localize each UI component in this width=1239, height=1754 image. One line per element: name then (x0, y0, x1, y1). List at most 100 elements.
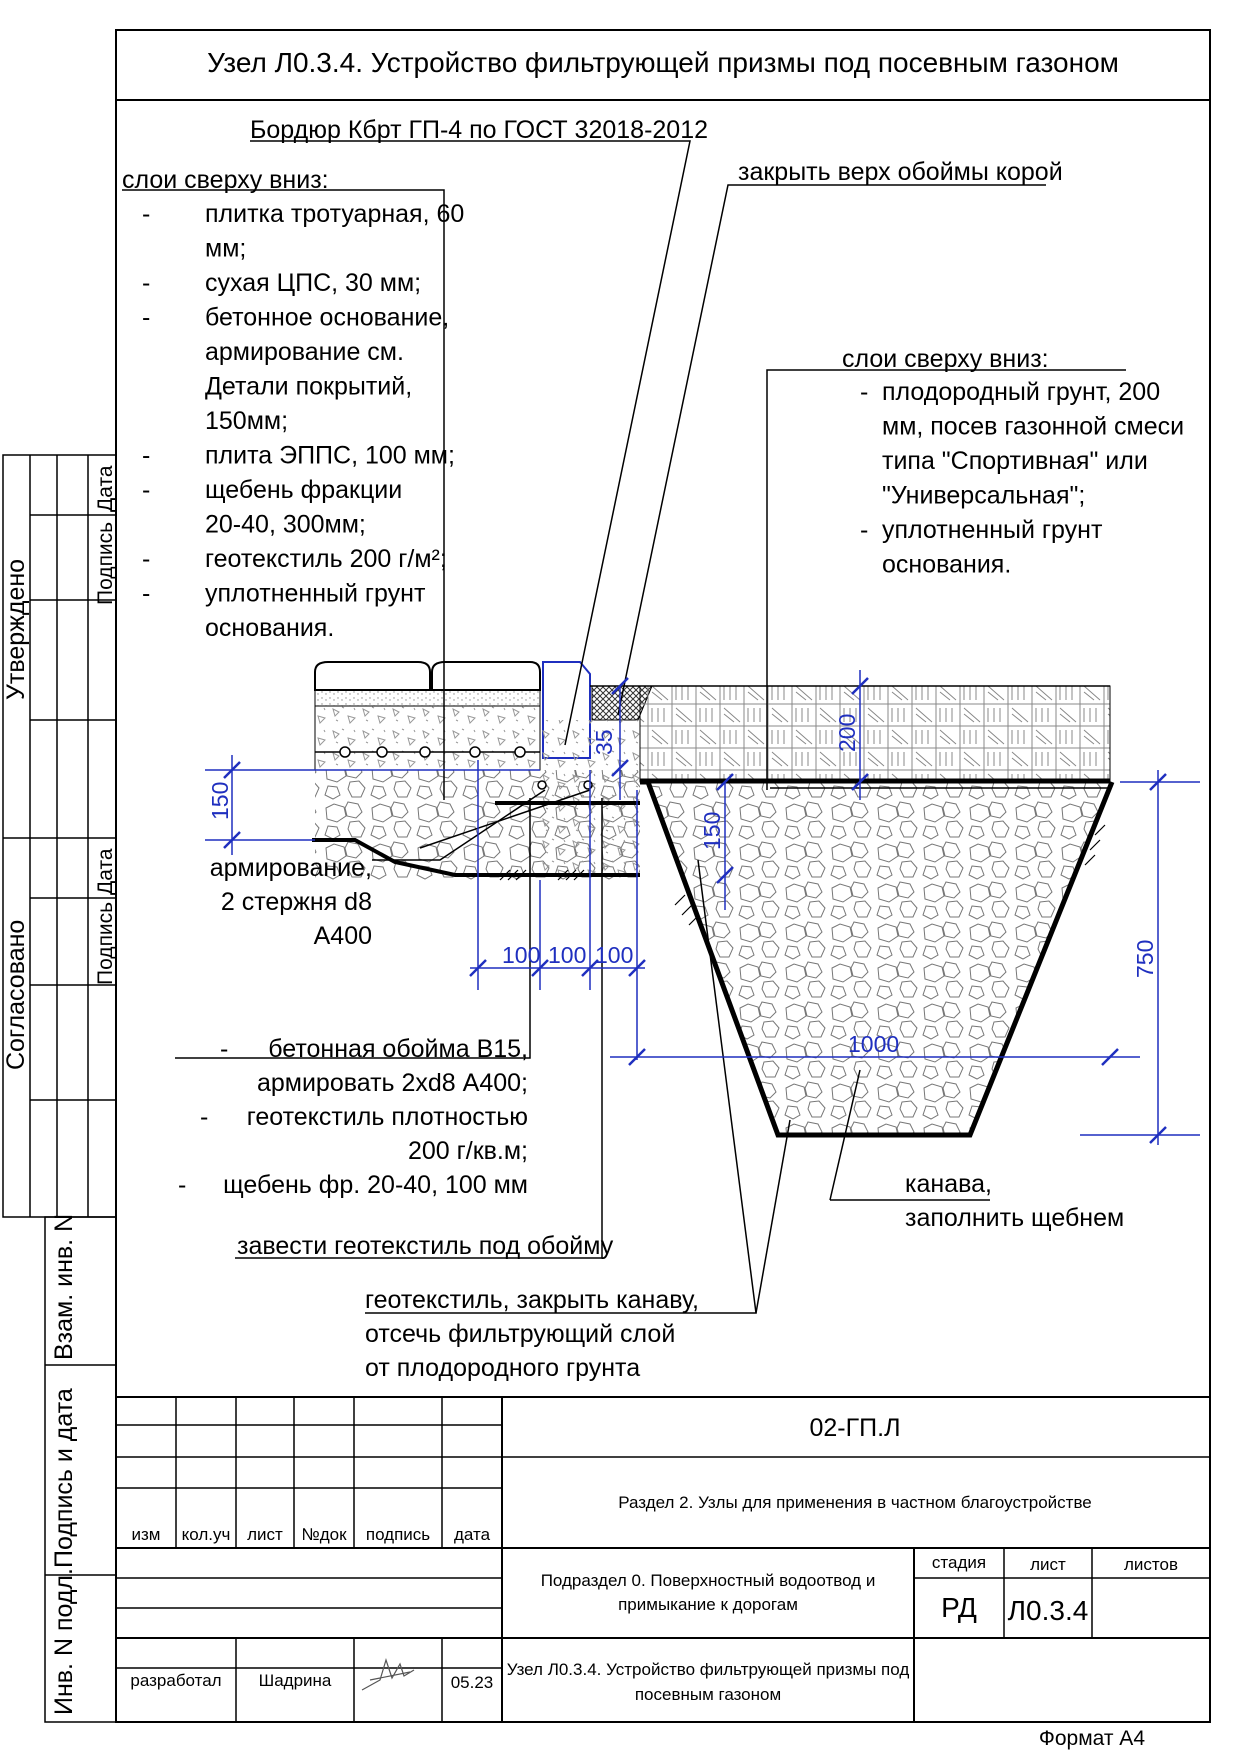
dim-750: 750 (1132, 940, 1158, 978)
lawn-soil (639, 685, 1111, 783)
left-layer-line: геотекстиль 200 г/м²; (205, 545, 447, 573)
dim-1000: 1000 (848, 1031, 899, 1057)
dim-100-a: 100 (502, 942, 540, 968)
concrete-base (314, 705, 541, 771)
ditch-line: заполнить щебнем (905, 1204, 1124, 1232)
rebar-bar (312, 838, 640, 877)
project-code: 02-ГП.Л (810, 1414, 901, 1442)
dim-150-left: 150 (207, 782, 233, 820)
frame-layer-line: 200 г/кв.м; (408, 1137, 528, 1165)
rebar-line: А400 (314, 922, 372, 950)
right-layer-line: основания. (882, 551, 1011, 579)
frame-layer-line: щебень фр. 20-40, 100 мм (223, 1171, 528, 1199)
left-layer-line: плитка тротуарная, 60 (205, 200, 464, 228)
left-layer-line: мм; (205, 235, 246, 263)
rebar-line: 2 стержня d8 (221, 888, 372, 916)
left-layer-dash: - (142, 545, 150, 573)
geotextile-cover-line: от плодородного грунта (365, 1354, 640, 1382)
left-layer-line: Детали покрытий, (205, 373, 412, 401)
inv-swap-label: Взам. инв. N (50, 1214, 78, 1360)
subsection-line: примыкание к дорогам (618, 1595, 798, 1614)
right-layer-line: типа "Спортивная" или (882, 447, 1148, 475)
frame-layer-line: геотекстиль плотностью (247, 1103, 528, 1131)
right-layer-dash: - (860, 378, 868, 406)
geotextile-under-callout: завести геотекстиль под обойму (237, 1232, 614, 1260)
left-layer-dash: - (142, 580, 150, 608)
curb-callout: Бордюр Кбрт ГП-4 по ГОСТ 32018-2012 (250, 116, 708, 144)
date-label-1: Дата (94, 465, 117, 512)
sheet-title-line: посевным газоном (635, 1685, 781, 1704)
left-layer-line: армирование см. (205, 338, 404, 366)
left-layer-line: уплотненный грунт (205, 580, 426, 608)
geotextile-cover-callout: геотекстиль, закрыть канаву, отсечь фильт… (365, 1286, 699, 1382)
stamp-col-header: дата (454, 1525, 491, 1544)
stamp-col-header: лист (247, 1525, 283, 1544)
develop-date: 05.23 (451, 1673, 494, 1692)
stamp-column-headers: изм кол.уч лист №док подпись дата (132, 1525, 491, 1544)
section-drawing (312, 661, 1115, 1138)
left-layer-dash: - (142, 304, 150, 332)
left-layer-dash: - (142, 269, 150, 297)
right-layer-line: уплотненный грунт (882, 516, 1103, 544)
section-name: Раздел 2. Узлы для применения в частном … (618, 1493, 1091, 1512)
stamp-col-header: кол.уч (182, 1525, 231, 1544)
sheets-label: листов (1124, 1555, 1178, 1574)
right-layer-line: мм, посев газонной смеси (882, 413, 1184, 441)
side-strip (2, 454, 117, 1723)
stamp-col-header: подпись (366, 1525, 430, 1544)
approved-label: Утверждено (2, 559, 30, 700)
bark-callout: закрыть верх обоймы корой (738, 158, 1063, 186)
left-layers-heading: слои сверху вниз: (122, 166, 329, 194)
frame-layers-list: - бетонная обойма В15, армировать 2хd8 А40… (178, 1035, 528, 1199)
dimension-lines (205, 670, 1200, 1145)
right-layer-line: "Универсальная"; (882, 482, 1085, 510)
left-layer-line: 150мм; (205, 407, 288, 435)
frame-layer-line: бетонная обойма В15, (268, 1035, 528, 1063)
left-layer-line: щебень фракции (205, 476, 402, 504)
sheet-value: Л0.3.4 (1008, 1595, 1089, 1626)
title-block (116, 1396, 1210, 1722)
left-layer-dash: - (142, 442, 150, 470)
geotextile-cover-line: отсечь фильтрующий слой (365, 1320, 675, 1348)
subsection-line: Подраздел 0. Поверхностный водоотвод и (541, 1571, 876, 1590)
rebar-dots (339, 746, 526, 758)
inv-orig-label: Инв. N подл. (50, 1568, 78, 1715)
left-layer-dash: - (142, 200, 150, 228)
dim-35: 35 (591, 729, 617, 755)
left-layer-line: основания. (205, 614, 334, 642)
dim-150-mid: 150 (699, 812, 725, 850)
stamp-col-header: изм (132, 1525, 161, 1544)
ground-ticks (499, 824, 1106, 926)
subsection-name: Подраздел 0. Поверхностный водоотвод и пр… (541, 1571, 876, 1614)
sign-label-1: Подпись (94, 522, 117, 605)
frame-layer-dash: - (178, 1171, 186, 1199)
stage-value: РД (941, 1592, 977, 1623)
sheet-title-line: Узел Л0.3.4. Устройство фильтрующей приз… (507, 1660, 910, 1679)
frame-layer-line: армировать 2хd8 А400; (257, 1069, 528, 1097)
rebar-line: армирование, (210, 854, 372, 882)
sand-layer (314, 689, 541, 707)
left-layer-line: 20-40, 300мм; (205, 511, 366, 539)
format-label: Формат А4 (1039, 1727, 1145, 1750)
dim-200: 200 (834, 714, 860, 752)
rebar-callout: армирование, 2 стержня d8 А400 (210, 854, 372, 950)
dim-100-b: 100 (548, 942, 586, 968)
left-layer-dash: - (142, 476, 150, 504)
geotextile-cover-line: геотекстиль, закрыть канаву, (365, 1286, 699, 1314)
developer-name: Шадрина (259, 1671, 332, 1690)
stamp-col-header: №док (301, 1525, 347, 1544)
role-developer: разработал (130, 1671, 221, 1690)
agreed-label: Согласовано (2, 920, 30, 1070)
paving-tile-2 (431, 661, 541, 691)
sign-date-label: Подпись и дата (50, 1388, 78, 1568)
dim-100-c: 100 (595, 942, 633, 968)
left-layer-line: бетонное основание, (205, 304, 449, 332)
drawing-title: Узел Л0.3.4. Устройство фильтрующей приз… (207, 47, 1119, 78)
sign-label-2: Подпись (94, 902, 117, 985)
leader-lines (122, 140, 1126, 1314)
ditch-gravel (650, 782, 1110, 1135)
signature-mark (361, 1658, 415, 1691)
